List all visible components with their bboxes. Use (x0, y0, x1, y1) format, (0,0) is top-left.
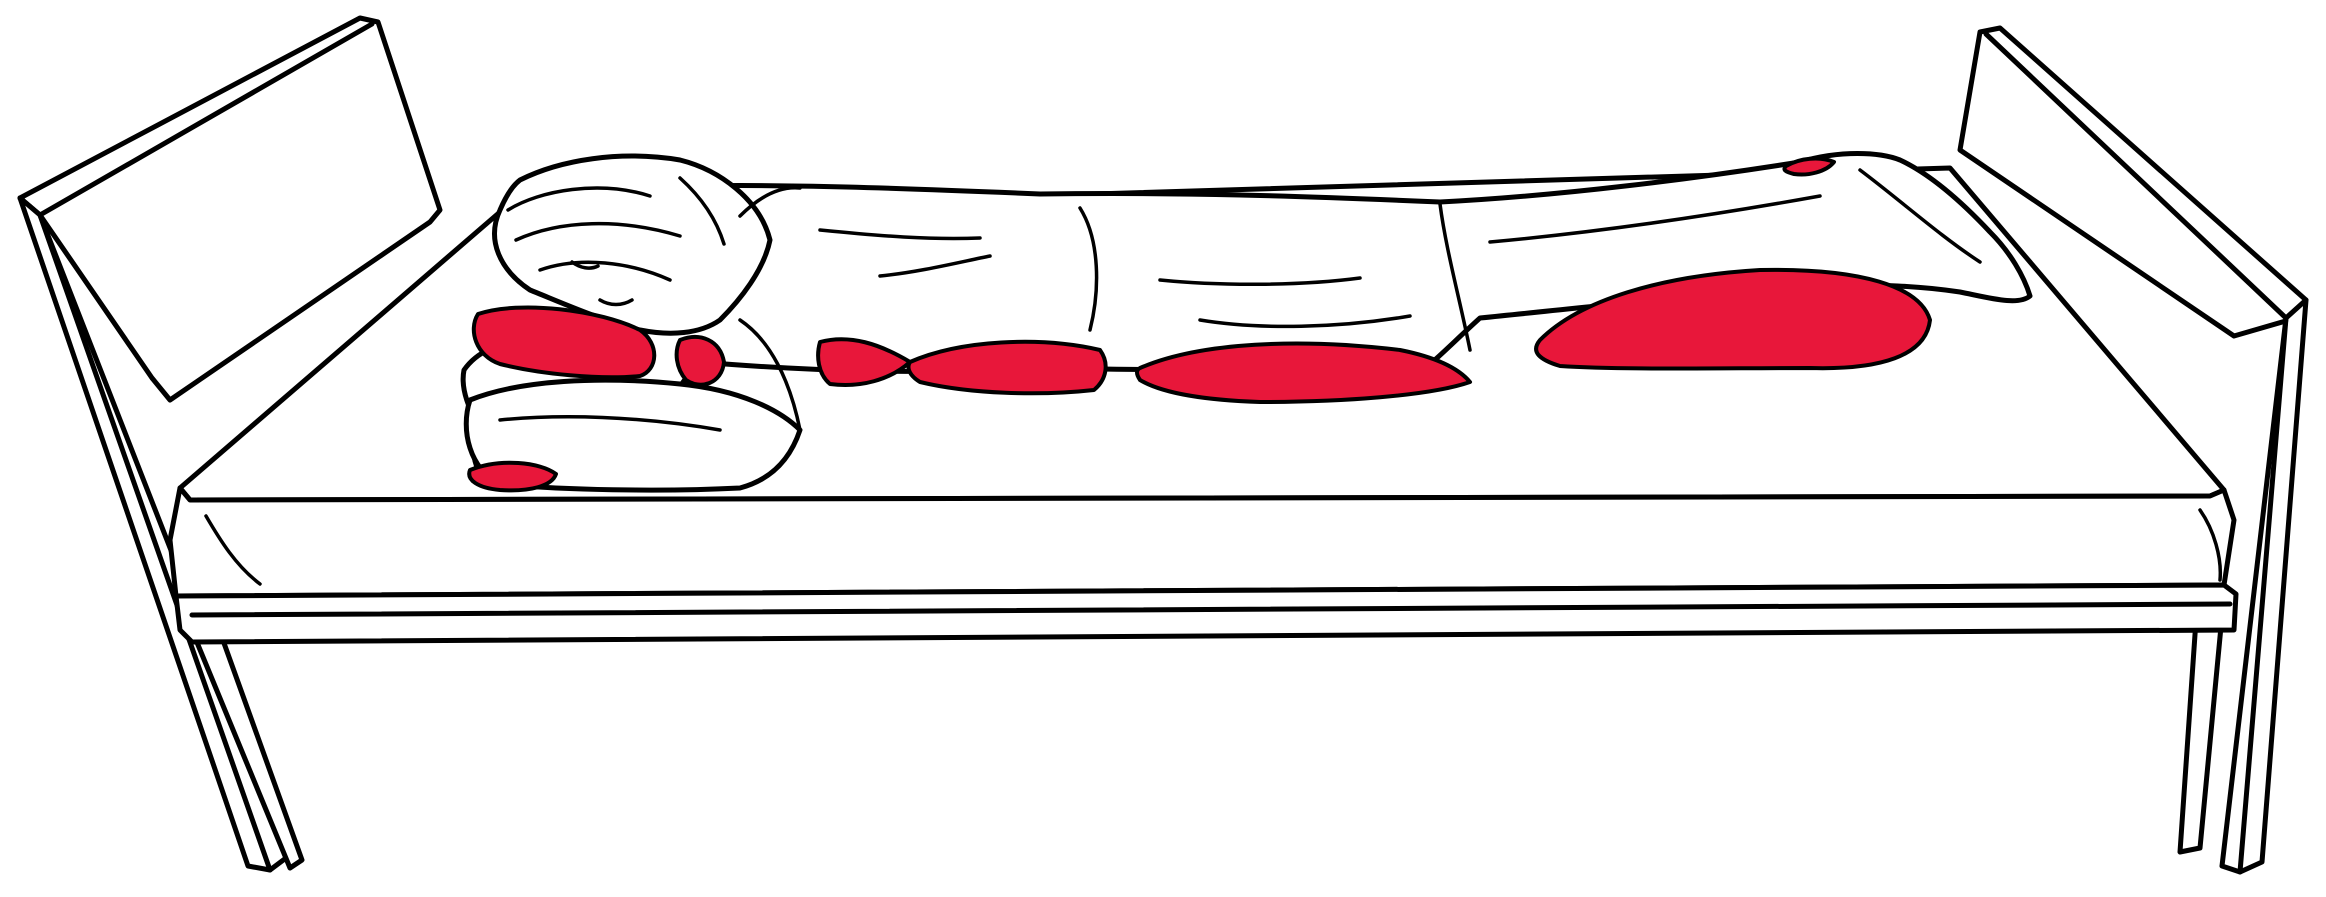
bed-frame-rail (176, 585, 2236, 642)
mattress-side (170, 488, 2234, 596)
pressure-area-shoulder (677, 337, 724, 385)
pressure-area-hand (469, 463, 556, 491)
right-back-leg (2180, 616, 2222, 852)
right-front-leg (2222, 300, 2306, 872)
